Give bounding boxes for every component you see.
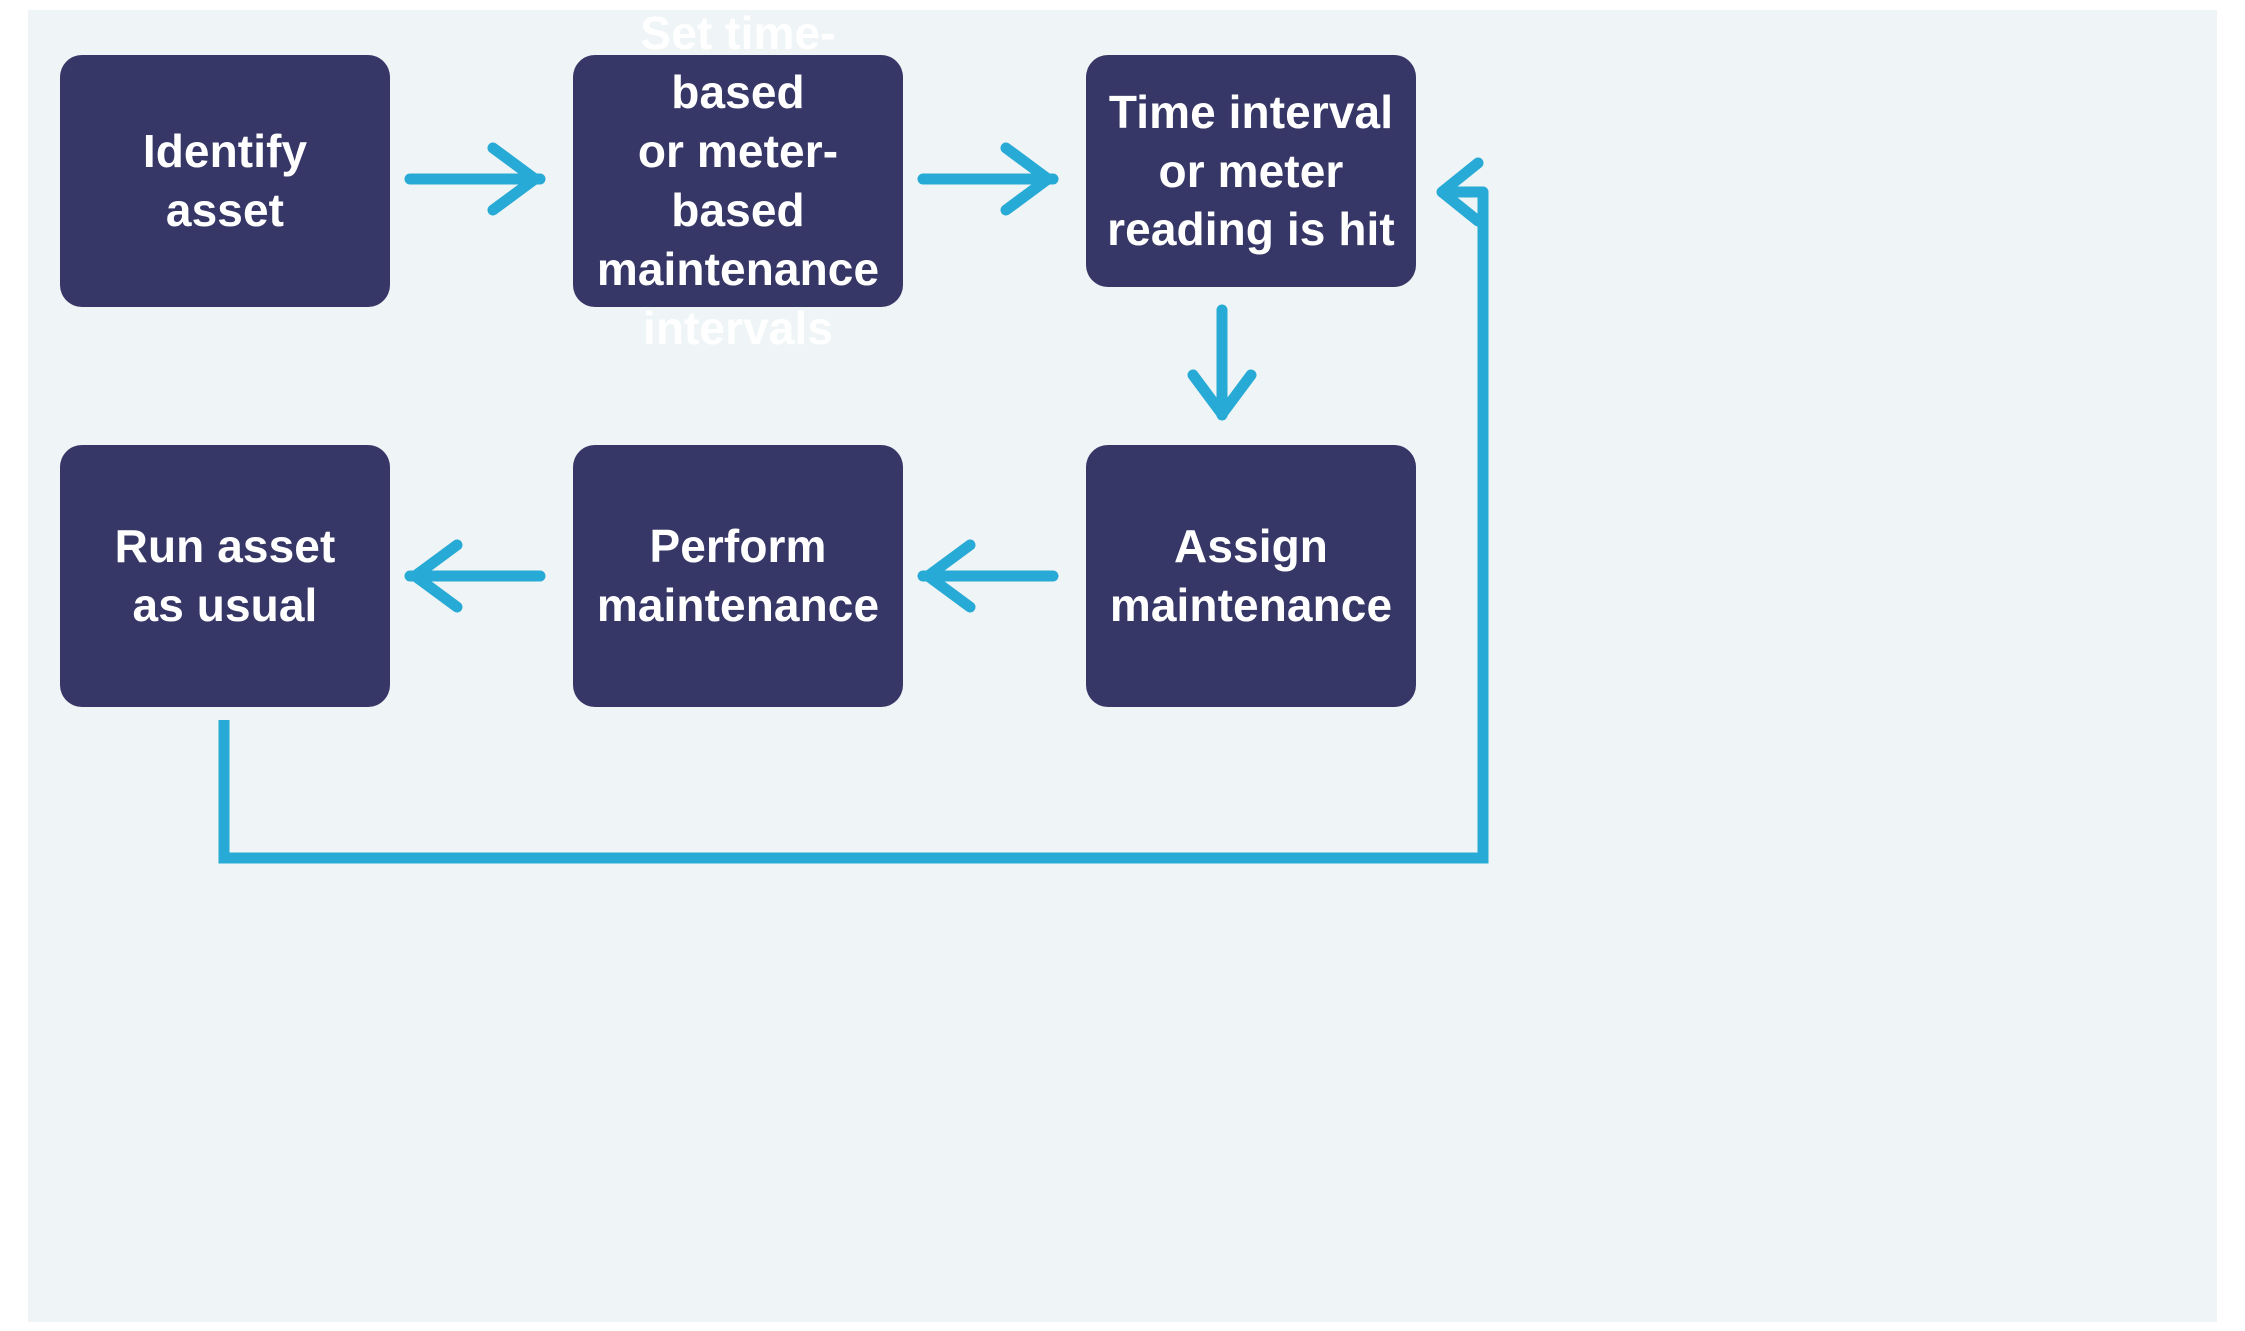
node-label-interval-hit: Time interval or meter reading is hit	[1107, 85, 1395, 256]
node-label-set-intervals: Set time-based or meter-based maintenanc…	[596, 7, 880, 354]
node-assign-maintenance[interactable]: Assign maintenance	[1086, 445, 1416, 707]
diagram-canvas: Identify asset Set time-based or meter-b…	[28, 7, 2217, 1322]
node-set-intervals[interactable]: Set time-based or meter-based maintenanc…	[573, 7, 903, 354]
node-label-assign-maintenance: Assign maintenance	[1109, 520, 1393, 631]
arrow-assign-to-perform	[917, 539, 1059, 613]
node-interval-hit[interactable]: Time interval or meter reading is hit	[1086, 55, 1416, 287]
node-label-run-asset: Run asset as usual	[114, 520, 336, 631]
node-identify-asset[interactable]: Identify asset	[60, 55, 390, 307]
node-run-asset[interactable]: Run asset as usual	[60, 445, 390, 707]
arrow-perform-to-run	[404, 539, 546, 613]
node-perform-maintenance[interactable]: Perform maintenance	[573, 445, 903, 707]
arrow-interval-hit-to-assign	[1187, 304, 1257, 421]
arrow-identify-to-set	[404, 142, 546, 216]
node-label-perform-maintenance: Perform maintenance	[596, 520, 880, 631]
node-label-identify-asset: Identify asset	[142, 125, 308, 236]
arrow-set-to-interval-hit	[917, 142, 1059, 216]
